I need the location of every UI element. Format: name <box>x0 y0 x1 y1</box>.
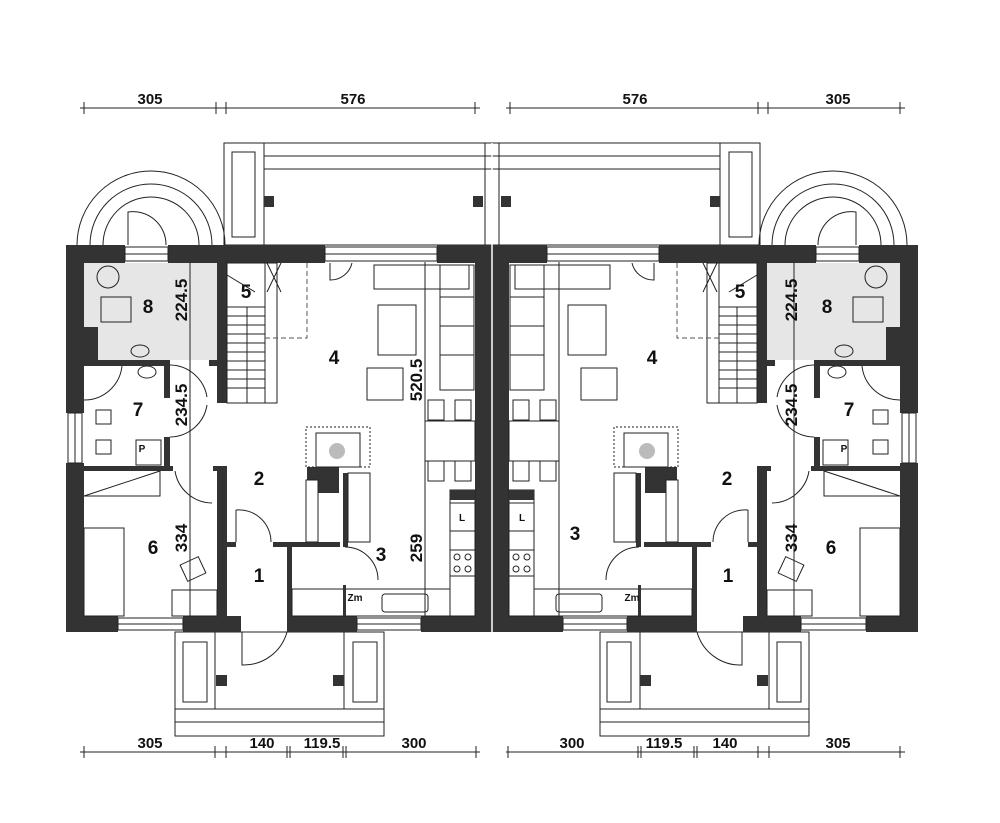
left-unit-labels: 8 5 4 7 2 6 1 3 224.5 234.5 334 520.5 25… <box>133 279 465 604</box>
boiler-mark: Zm <box>625 593 640 604</box>
dim-bottom-right-2: 119.5 <box>646 735 683 752</box>
dim-bottom-left-3: 119.5 <box>304 735 341 752</box>
room-4-label: 4 <box>329 348 340 369</box>
dim-room-4: 520.5 <box>407 359 426 402</box>
dim-bottom-right-1: 300 <box>559 735 584 752</box>
dim-top-right-2: 305 <box>825 91 850 108</box>
room-1-label: 1 <box>723 566 734 587</box>
room-7-label: 7 <box>844 400 855 421</box>
dim-room-8: 224.5 <box>172 279 191 322</box>
dim-room-8: 224.5 <box>782 279 801 322</box>
room-2-label: 2 <box>722 469 733 490</box>
room-6-label: 6 <box>826 538 837 559</box>
right-unit-plan <box>491 142 919 737</box>
dim-bottom-left-4: 300 <box>401 735 426 752</box>
boiler-mark: Zm <box>348 593 363 604</box>
right-unit-labels: 8 5 4 7 2 6 1 3 224.5 234.5 334 L Zm P <box>519 279 854 604</box>
dim-room-6: 334 <box>172 523 191 552</box>
dim-top-right-1: 576 <box>622 91 647 108</box>
dim-top-left-2: 576 <box>340 91 365 108</box>
room-3-label: 3 <box>570 524 581 545</box>
dim-room-3: 259 <box>407 534 426 562</box>
fridge-mark: L <box>459 513 465 524</box>
fridge-mark: L <box>519 513 525 524</box>
room-5-label: 5 <box>241 282 252 303</box>
left-unit-plan <box>65 142 493 737</box>
dim-room-7: 234.5 <box>172 384 191 427</box>
dim-bottom-left-1: 305 <box>137 735 162 752</box>
dim-top-left-1: 305 <box>137 91 162 108</box>
room-8-label: 8 <box>822 297 833 318</box>
room-2-label: 2 <box>254 469 265 490</box>
room-6-label: 6 <box>148 538 159 559</box>
room-1-label: 1 <box>254 566 265 587</box>
dimension-lines <box>80 102 905 758</box>
washer-mark: P <box>841 444 848 455</box>
dim-bottom-right-4: 305 <box>825 735 850 752</box>
dim-room-6: 334 <box>782 523 801 552</box>
room-4-label: 4 <box>647 348 658 369</box>
dim-room-7: 234.5 <box>782 384 801 427</box>
room-8-label: 8 <box>143 297 154 318</box>
dim-bottom-right-3: 140 <box>712 735 737 752</box>
room-7-label: 7 <box>133 400 144 421</box>
washer-mark: P <box>139 444 146 455</box>
room-3-label: 3 <box>376 545 387 566</box>
dim-bottom-left-2: 140 <box>249 735 274 752</box>
room-5-label: 5 <box>735 282 746 303</box>
